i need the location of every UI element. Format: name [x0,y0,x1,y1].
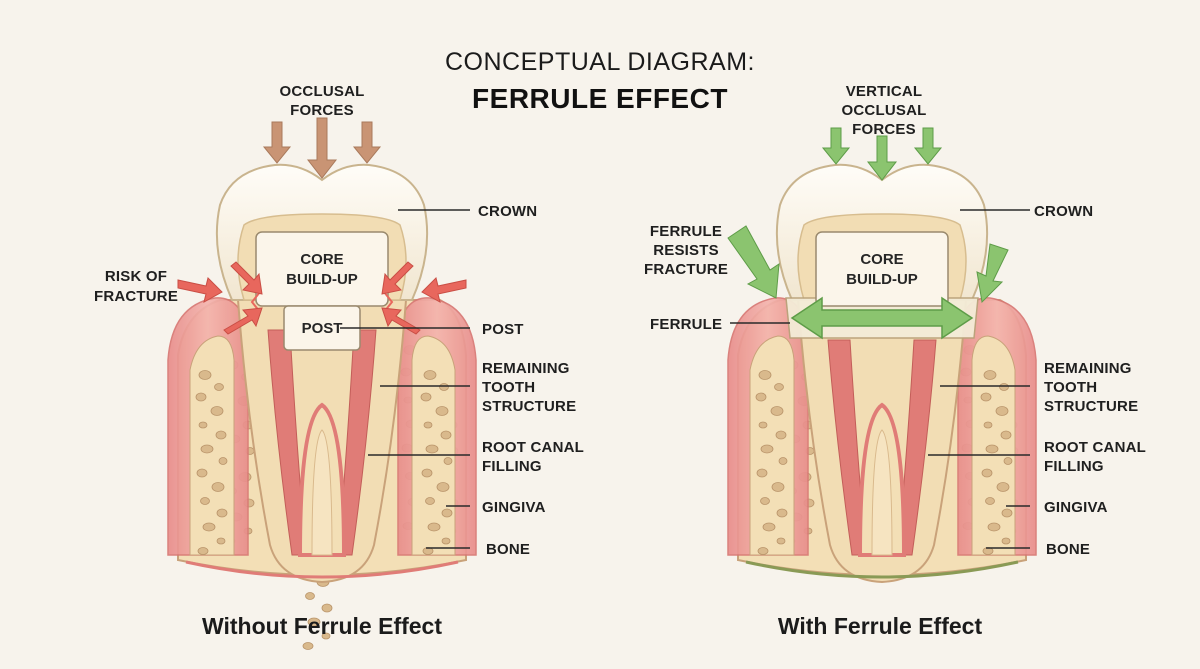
risk-label-1: RISK OF [105,268,167,285]
right-force-arrows [821,127,943,181]
right-gingiva-label: GINGIVA [1044,499,1108,516]
right-remaining-label-2: TOOTH [1044,379,1097,396]
ferrule-resists-arrows [727,225,1009,304]
left-core-label-1: CORE [300,251,343,268]
right-tooth-illustration [727,163,1037,584]
right-remaining-label-1: REMAINING [1044,360,1132,377]
left-tooth-illustration [167,163,477,650]
left-forces-label-1: OCCLUSAL [280,83,365,100]
right-core-label-1: CORE [860,251,903,268]
right-caption: With Ferrule Effect [778,613,983,639]
risk-label-2: FRACTURE [94,288,178,305]
right-forces-label-1: VERTICAL [846,83,923,100]
left-root-canal-label-2: FILLING [482,458,542,475]
left-bone-label: BONE [486,541,530,558]
left-post-label: POST [482,321,524,338]
left-core-label-2: BUILD-UP [286,271,358,288]
left-remaining-label-2: TOOTH [482,379,535,396]
left-forces-label-2: FORCES [290,102,354,119]
left-post-inner-label: POST [302,320,343,337]
right-root-canal-label-2: FILLING [1044,458,1104,475]
risk-fracture-arrows [177,261,467,335]
left-remaining-label-3: STRUCTURE [482,398,576,415]
title-line-2: FERRULE EFFECT [472,83,728,114]
resists-label-1: FERRULE [650,223,722,240]
right-core-label-2: BUILD-UP [846,271,918,288]
right-root-canal-label-1: ROOT CANAL [1044,439,1146,456]
left-root-canal-label-1: ROOT CANAL [482,439,584,456]
right-bone-label: BONE [1046,541,1090,558]
right-forces-label-3: FORCES [852,121,916,138]
title-line-1: CONCEPTUAL DIAGRAM: [445,48,755,76]
left-caption: Without Ferrule Effect [202,613,442,639]
left-force-arrows [262,117,382,179]
ferrule-label: FERRULE [650,316,722,333]
left-remaining-label-1: REMAINING [482,360,570,377]
resists-label-2: RESISTS [653,242,719,259]
right-crown-label: CROWN [1034,203,1093,220]
left-crown-label: CROWN [478,203,537,220]
right-forces-label-2: OCCLUSAL [842,102,927,119]
right-remaining-label-3: STRUCTURE [1044,398,1138,415]
resists-label-3: FRACTURE [644,261,728,278]
left-gingiva-label: GINGIVA [482,499,546,516]
